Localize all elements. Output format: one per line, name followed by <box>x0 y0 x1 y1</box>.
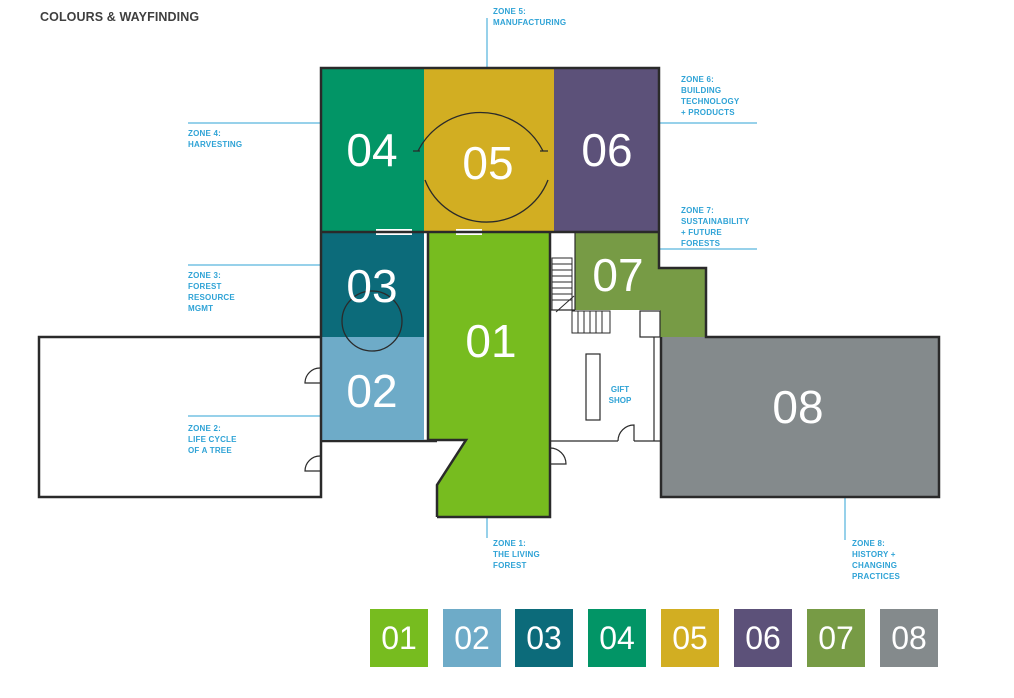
zone-06-area <box>554 68 659 231</box>
zone-02-area <box>321 337 424 440</box>
zone-02-number: 02 <box>346 365 397 417</box>
zone-04-number: 04 <box>346 124 397 176</box>
legend-swatch-03: 03 <box>515 609 573 667</box>
zone-01-number: 01 <box>465 315 516 367</box>
legend-swatch-01: 01 <box>370 609 428 667</box>
zone-08-area <box>661 337 939 497</box>
zone-01-area <box>428 233 550 517</box>
legend-swatch-07: 07 <box>807 609 865 667</box>
zone-5-label: ZONE 5:MANUFACTURING <box>493 7 567 27</box>
gift-shop-label: GIFT <box>611 385 629 394</box>
legend-swatch-08: 08 <box>880 609 938 667</box>
zone-07-area <box>575 233 706 337</box>
zone-4-label: ZONE 4:HARVESTING <box>188 129 243 149</box>
legend-swatch-05: 05 <box>661 609 719 667</box>
zone-03-area <box>321 233 424 337</box>
zone-03-number: 03 <box>346 260 397 312</box>
colour-legend: 01 02 03 04 05 06 07 08 <box>370 609 938 667</box>
zone-04-area <box>321 68 424 231</box>
gift-shop-label: SHOP <box>609 396 632 405</box>
legend-swatch-02: 02 <box>443 609 501 667</box>
legend-swatch-04: 04 <box>588 609 646 667</box>
zone-08-number: 08 <box>772 381 823 433</box>
page-title: COLOURS & WAYFINDING <box>40 10 200 24</box>
legend-swatch-06: 06 <box>734 609 792 667</box>
zone-05-number: 05 <box>462 137 513 189</box>
stairs <box>551 257 611 334</box>
zone-06-number: 06 <box>581 124 632 176</box>
zone-07-number: 07 <box>592 249 643 301</box>
